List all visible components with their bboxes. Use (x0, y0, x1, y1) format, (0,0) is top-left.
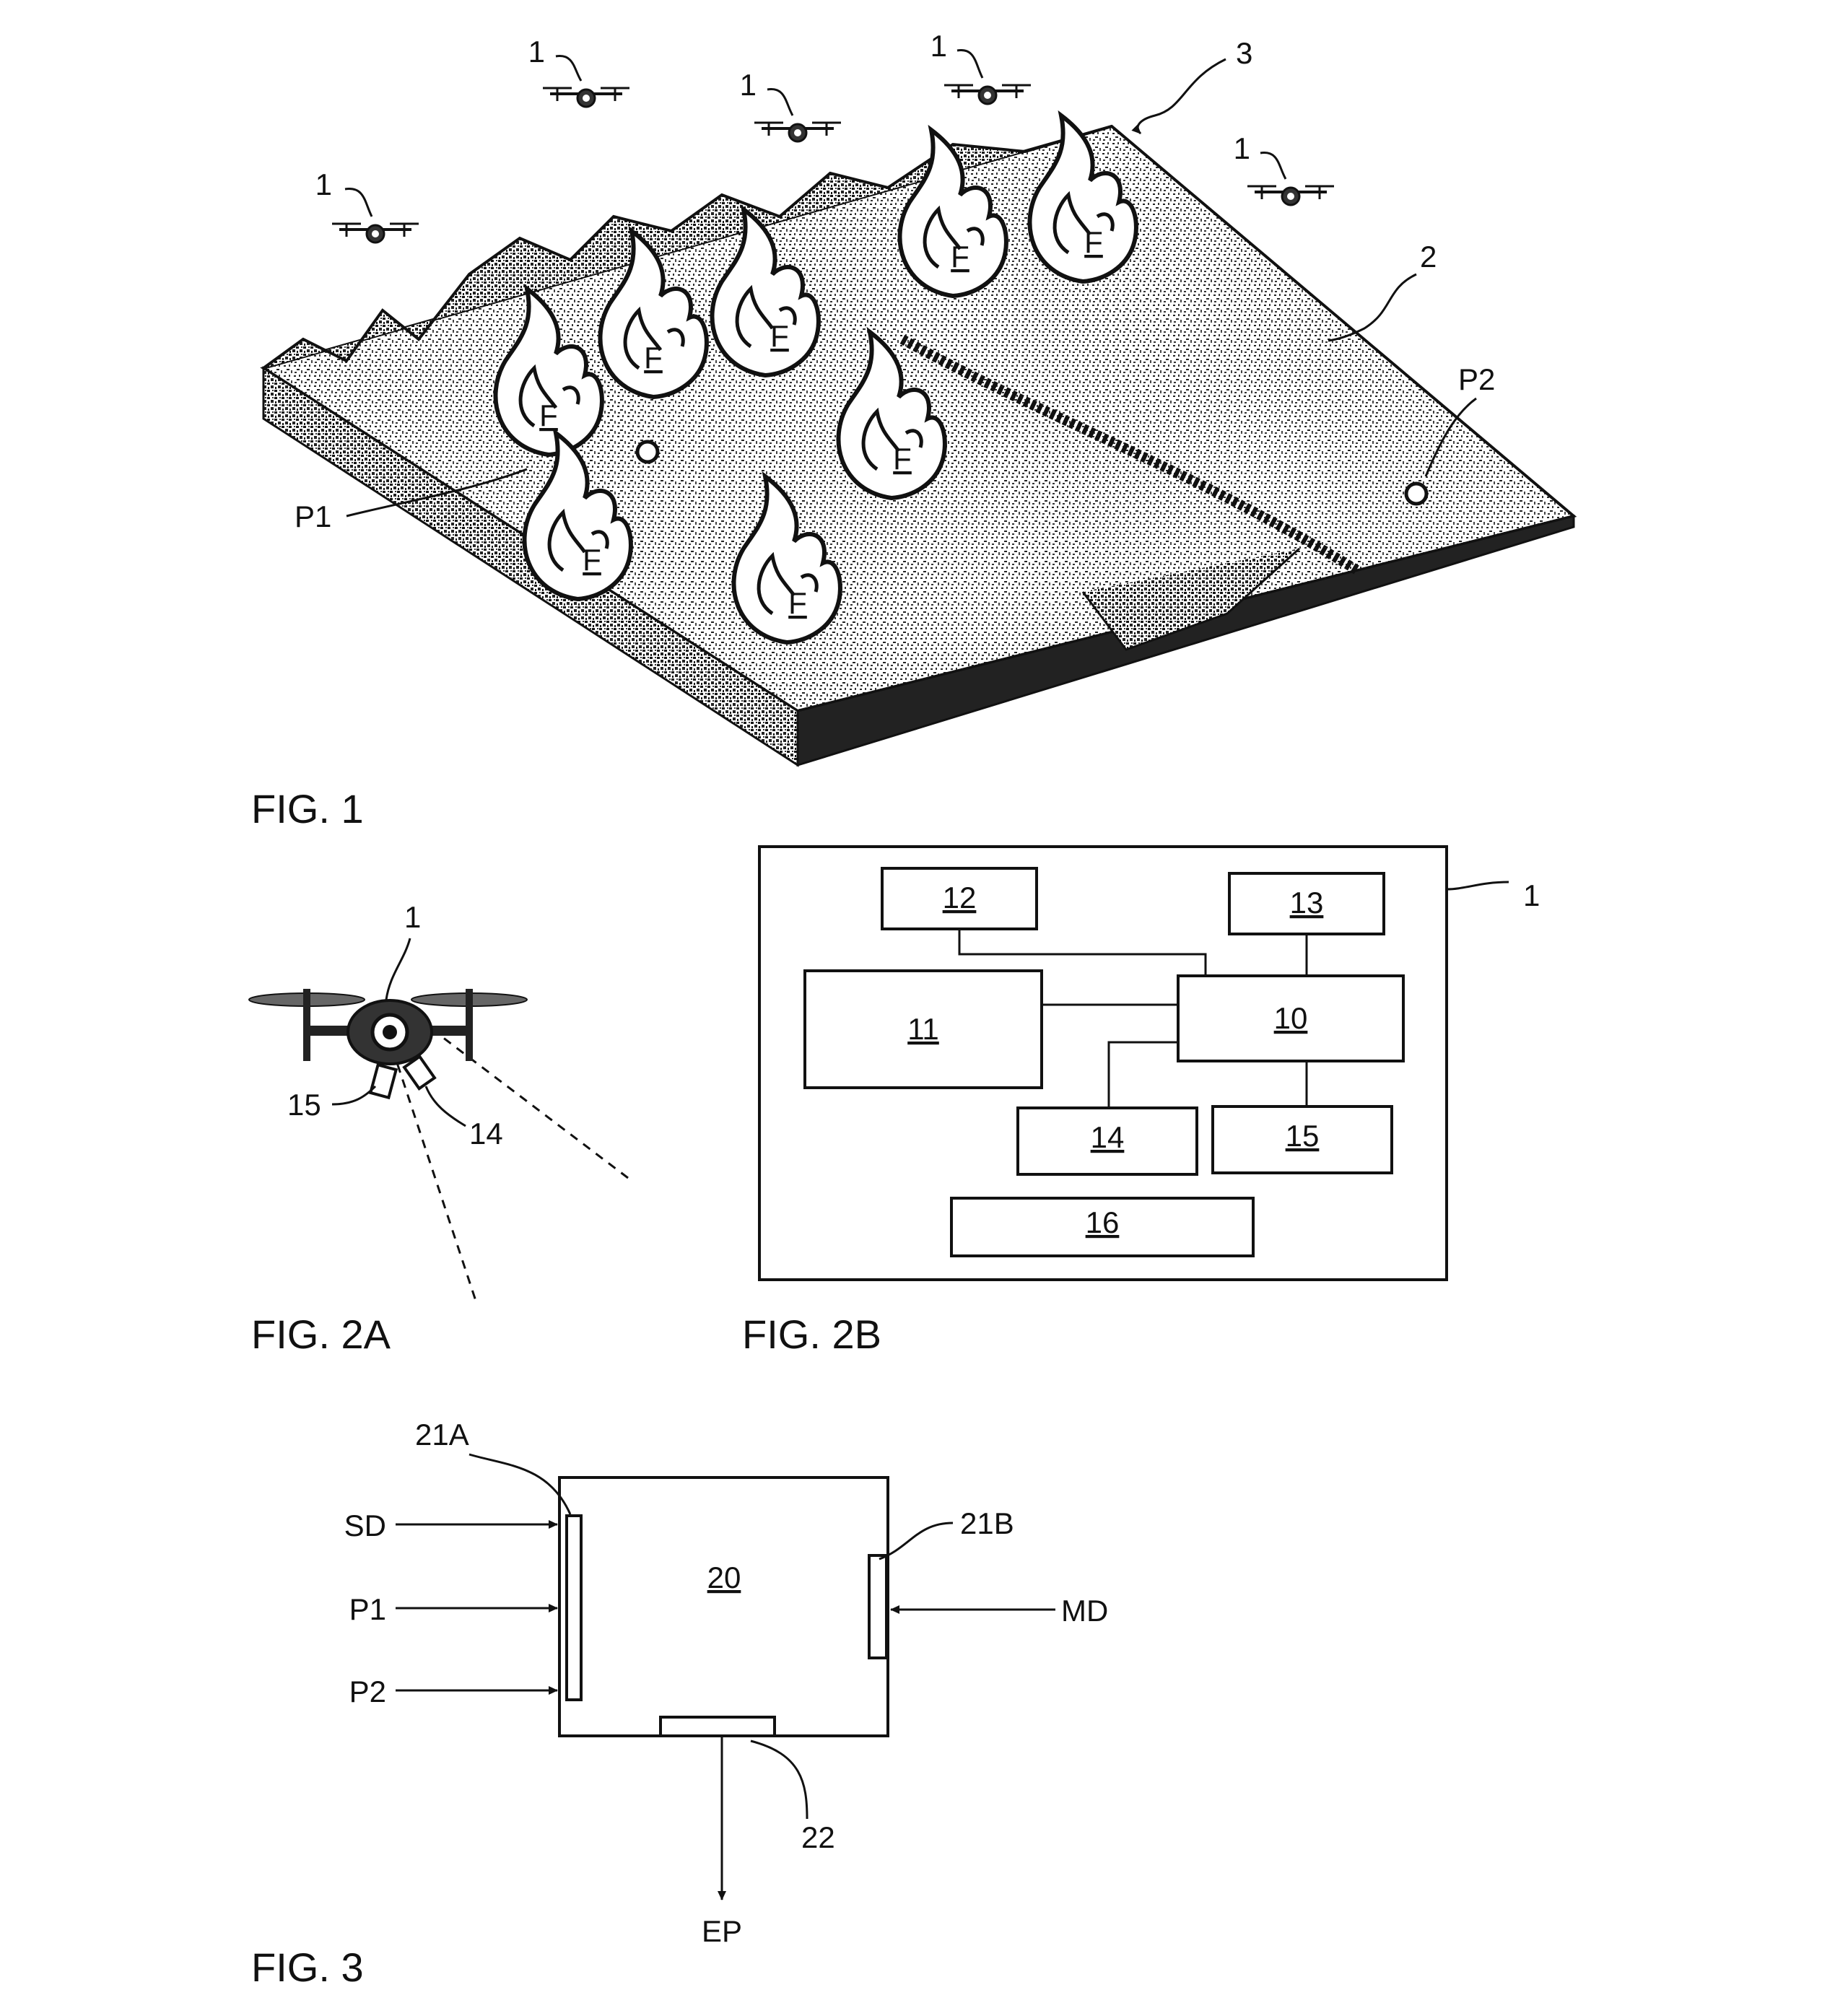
fire-icon: F (712, 209, 819, 375)
p1-label: P1 (295, 499, 331, 533)
block-16-label: 16 (1086, 1205, 1120, 1239)
output-ep-label: EP (702, 1914, 742, 1948)
drone-ref-label: 1 (930, 29, 947, 63)
port-21b-label: 21B (960, 1506, 1014, 1540)
fire-letter: F (951, 240, 969, 274)
fire-letter: F (539, 398, 558, 432)
unit-20-label: 20 (707, 1560, 741, 1594)
fires: F F F F F F F F (496, 115, 1136, 642)
fire-icon: F (900, 130, 1006, 296)
fig2b-block-diagram: 12 13 11 10 14 15 16 1 (758, 845, 1540, 1281)
input-p2-label: P2 (349, 1675, 386, 1708)
block-13-label: 13 (1290, 886, 1324, 920)
sensor-15 (368, 1062, 398, 1100)
sensor-15-label: 15 (287, 1088, 321, 1122)
cliff-shadow (1081, 547, 1301, 651)
fire-letter: F (893, 442, 912, 476)
system-ref-label: 1 (1523, 878, 1540, 912)
fig3-caption: FIG. 3 (251, 1944, 364, 1990)
fire-letter: F (788, 586, 807, 620)
block-15-label: 15 (1286, 1119, 1320, 1153)
fig2b-caption: FIG. 2B (742, 1311, 881, 1357)
point-p1-marker (635, 440, 660, 464)
fig2a-drone-detail: 1 15 14 (248, 900, 629, 1304)
sensor-14 (402, 1055, 437, 1091)
block-12-label: 12 (943, 881, 977, 914)
terrain-ref-label: 2 (1420, 240, 1437, 274)
port-21a-label: 21A (415, 1418, 469, 1452)
drone-ref-label: 1 (528, 35, 545, 69)
sensor-14-label: 14 (469, 1117, 503, 1151)
block-14 (1016, 1106, 1198, 1176)
terrain-side-right (796, 515, 1575, 767)
block-16 (950, 1197, 1255, 1257)
drone-ref-label: 1 (315, 167, 332, 201)
input-p1-label: P1 (349, 1592, 386, 1626)
fig3-processing-unit: 20 SD P1 P2 MD EP 21A 21B 22 (344, 1418, 1109, 1948)
fire-icon: F (601, 231, 707, 397)
point-p2-marker (1404, 481, 1429, 506)
drone-icon (331, 222, 420, 244)
p2-label: P2 (1458, 362, 1495, 396)
sensor-cone-edge (381, 1018, 478, 1304)
unit-20-outline (558, 1476, 889, 1737)
drone-ref-label: 1 (740, 68, 757, 102)
valley-ridge (899, 334, 1360, 575)
block-11 (803, 969, 1043, 1089)
fire-icon: F (734, 476, 840, 642)
fire-letter: F (770, 319, 789, 353)
drone-ref-label: 1 (404, 900, 421, 934)
sensor-cone-edge (418, 1018, 629, 1179)
fire-area-ref-label: 3 (1236, 36, 1252, 70)
drone-icon (943, 84, 1032, 105)
input-sd-label: SD (344, 1509, 386, 1542)
port-21b (868, 1554, 888, 1659)
drone-icon (541, 87, 631, 108)
block-10 (1177, 974, 1405, 1062)
input-md-label: MD (1061, 1594, 1108, 1628)
block-10-label: 10 (1274, 1001, 1308, 1035)
drone-system-outline (758, 845, 1448, 1281)
port-21a (565, 1514, 583, 1701)
drone-icon (753, 121, 842, 143)
fire-icon: F (496, 289, 602, 455)
fig2a-caption: FIG. 2A (251, 1311, 391, 1357)
drone-ref-label: 1 (1234, 131, 1250, 165)
mountain-ridge (262, 125, 1112, 370)
port-22-label: 22 (801, 1820, 835, 1854)
fire-letter: F (1084, 225, 1103, 259)
block-15 (1211, 1105, 1393, 1174)
fire-letter: F (583, 543, 601, 577)
port-22 (659, 1716, 776, 1737)
fire-icon: F (525, 433, 631, 599)
fire-icon: F (839, 332, 945, 498)
fig1-caption: FIG. 1 (251, 786, 364, 831)
drone-icon (1246, 185, 1335, 206)
block-11-label: 11 (907, 1012, 939, 1046)
fig1-drones: 1 1 1 1 1 (315, 29, 1335, 244)
block-14-label: 14 (1091, 1120, 1125, 1154)
fire-letter: F (644, 341, 663, 375)
fig1-labels: 3 2 P2 P1 (295, 36, 1495, 533)
fire-icon: F (1030, 115, 1136, 281)
